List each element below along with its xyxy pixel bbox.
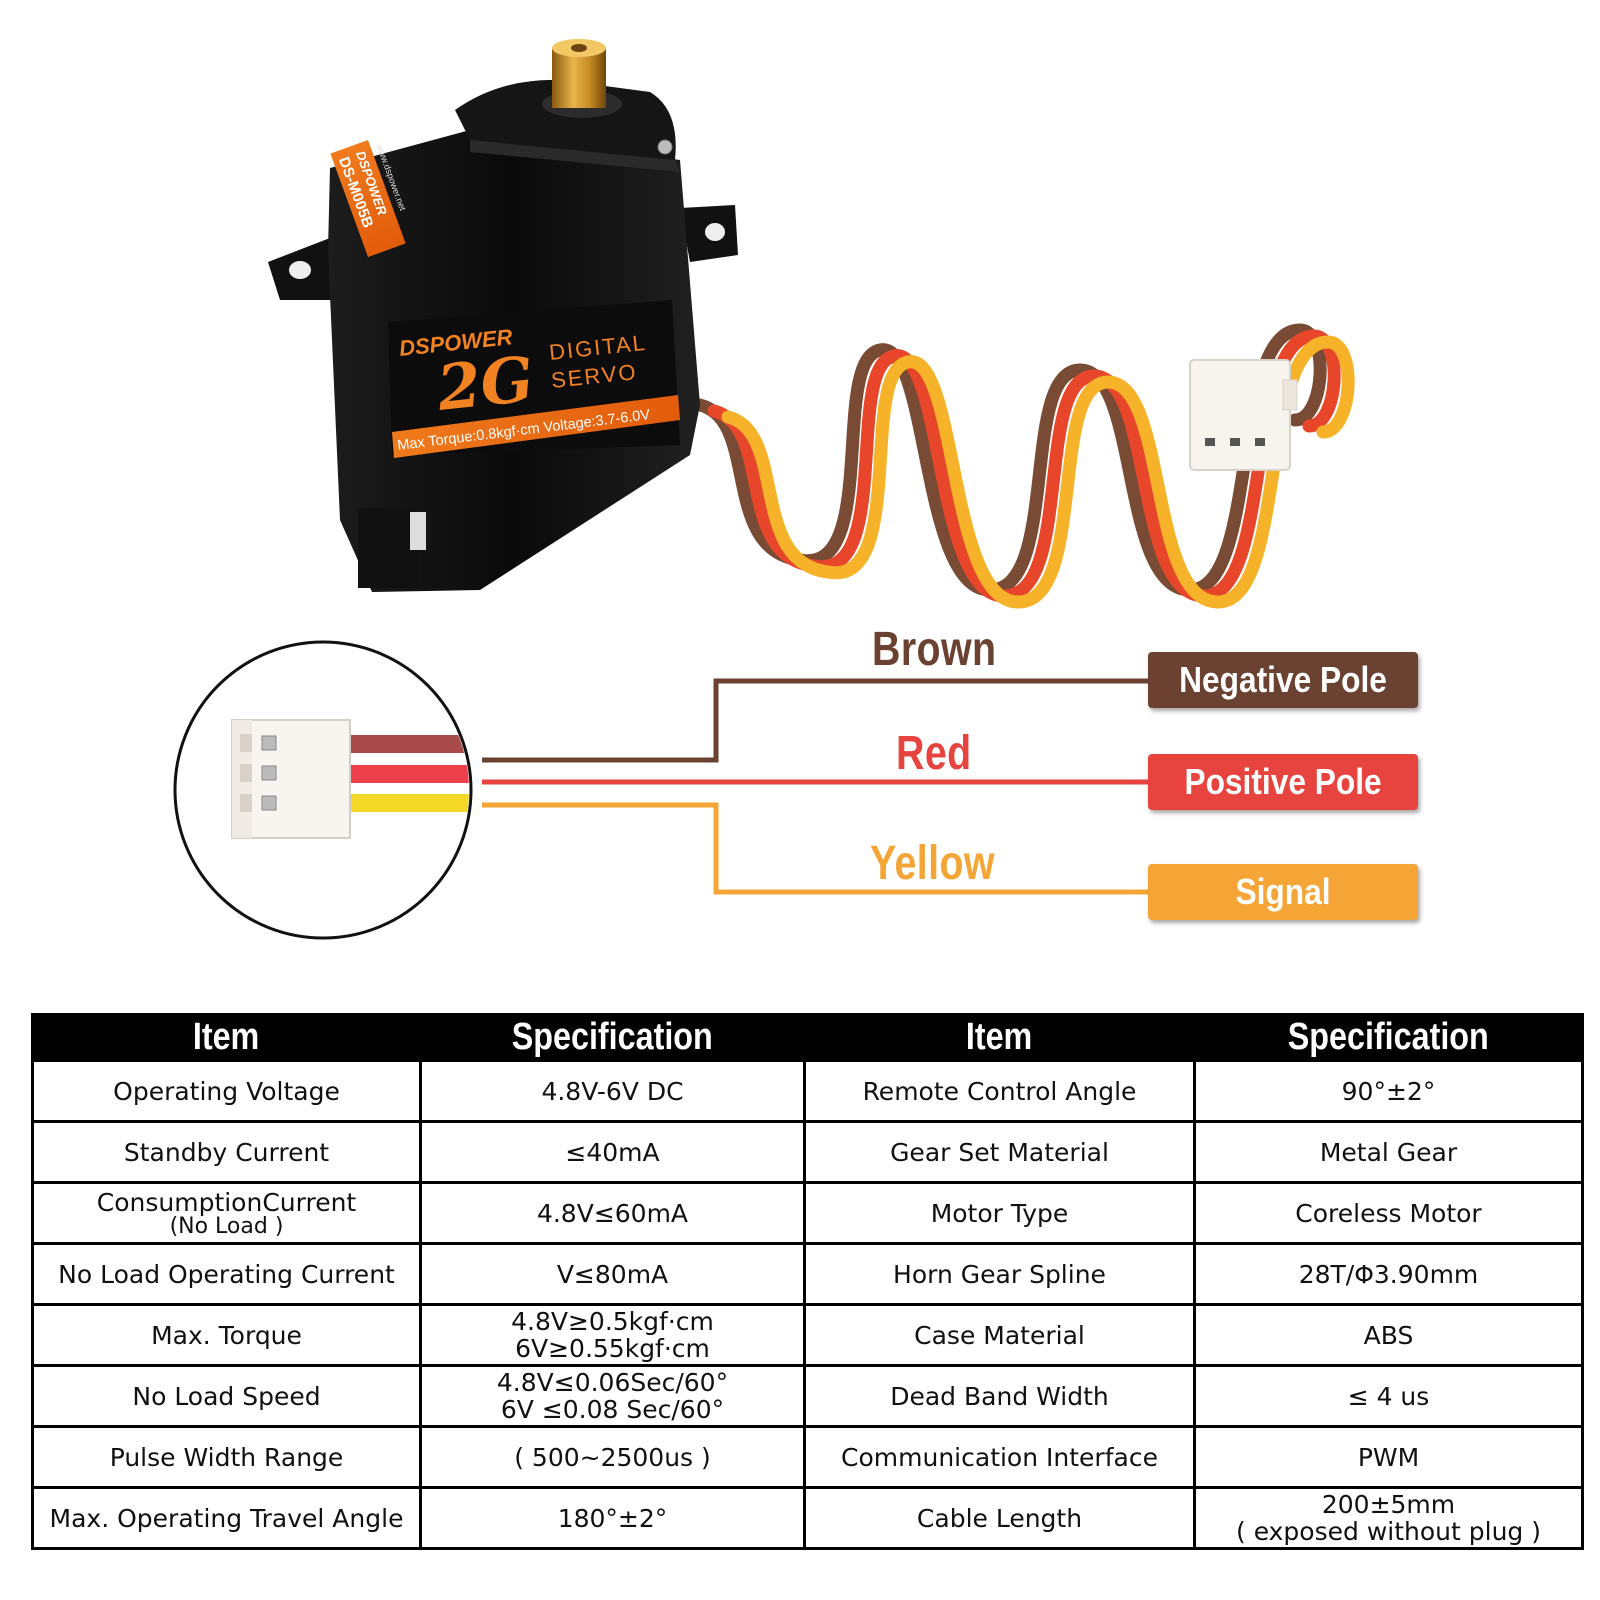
- table-row: Max. Operating Travel Angle 180°±2° Cabl…: [31, 1486, 1584, 1550]
- wiring-diagram: Brown Red Yellow Negative Pole Positive …: [0, 623, 1600, 960]
- servo-weight-label: 2G: [433, 342, 537, 425]
- cell-spec: 4.8V≤0.06Sec/60° 6V ≤0.08 Sec/60°: [419, 1364, 806, 1428]
- servo-product-image: DSPOWER DS-M005B www.dspower.net DSPOWER…: [268, 39, 1355, 609]
- cell-spec-line1: 4.8V≤0.06Sec/60°: [496, 1368, 729, 1397]
- cell-spec: 4.8V-6V DC: [419, 1059, 806, 1123]
- header-specification-1: Specification: [419, 1013, 806, 1062]
- table-row: Pulse Width Range ( 500~2500us ) Communi…: [31, 1425, 1584, 1489]
- cell-spec: Coreless Motor: [1193, 1181, 1584, 1245]
- table-row: No Load Operating Current V≤80mA Horn Ge…: [31, 1242, 1584, 1306]
- zoom-circle: [173, 640, 473, 940]
- cell-spec: 4.8V≥0.5kgf·cm 6V≥0.55kgf·cm: [419, 1303, 806, 1367]
- wire-color-red: Red: [896, 727, 972, 780]
- brown-leader-line: [482, 678, 1148, 763]
- table-row: Standby Current ≤40mA Gear Set Material …: [31, 1120, 1584, 1184]
- cell-spec-line2: 6V ≤0.08 Sec/60°: [500, 1395, 725, 1424]
- cell-spec: ABS: [1193, 1303, 1584, 1367]
- cell-item: No Load Speed: [31, 1364, 422, 1428]
- cell-spec: 90°±2°: [1193, 1059, 1584, 1123]
- cell-spec: ( 500~2500us ): [419, 1425, 806, 1489]
- cell-item: Cable Length: [803, 1486, 1196, 1550]
- cell-spec: 200±5mm ( exposed without plug ): [1193, 1486, 1584, 1550]
- table-row: Max. Torque 4.8V≥0.5kgf·cm 6V≥0.55kgf·cm…: [31, 1303, 1584, 1367]
- specification-table: Item Specification Item Specification Op…: [31, 1013, 1584, 1550]
- cell-item: Max. Torque: [31, 1303, 422, 1367]
- header-item-1: Item: [31, 1013, 422, 1062]
- positive-pole-badge: Positive Pole: [1148, 754, 1418, 810]
- cell-item: Standby Current: [31, 1120, 422, 1184]
- yellow-leader-line: [482, 802, 1148, 895]
- cell-item: Horn Gear Spline: [803, 1242, 1196, 1306]
- cell-item-line1: ConsumptionCurrent: [96, 1187, 357, 1217]
- header-specification-2: Specification: [1193, 1013, 1584, 1062]
- cell-item: Communication Interface: [803, 1425, 1196, 1489]
- cell-spec-line2: ( exposed without plug ): [1236, 1517, 1541, 1546]
- cell-spec-line2: 6V≥0.55kgf·cm: [515, 1334, 710, 1363]
- wire-color-brown: Brown: [872, 623, 997, 676]
- cell-item: Max. Operating Travel Angle: [31, 1486, 422, 1550]
- table-header-row: Item Specification Item Specification: [31, 1013, 1584, 1062]
- cell-spec: 28T/Φ3.90mm: [1193, 1242, 1584, 1306]
- negative-pole-badge: Negative Pole: [1148, 652, 1418, 708]
- cell-item: Motor Type: [803, 1181, 1196, 1245]
- cell-spec-line1: 4.8V≥0.5kgf·cm: [511, 1307, 714, 1336]
- servo-connector-plug: [1189, 359, 1298, 471]
- cell-item: Gear Set Material: [803, 1120, 1196, 1184]
- wire-color-yellow: Yellow: [870, 837, 995, 890]
- cell-spec: 180°±2°: [419, 1486, 806, 1550]
- wiring-lines: [173, 640, 1148, 940]
- table-row: ConsumptionCurrent (No Load ) 4.8V≤60mA …: [31, 1181, 1584, 1245]
- cell-item: Dead Band Width: [803, 1364, 1196, 1428]
- signal-badge: Signal: [1148, 864, 1418, 920]
- cell-item: Remote Control Angle: [803, 1059, 1196, 1123]
- cell-spec: V≤80mA: [419, 1242, 806, 1306]
- cell-spec: PWM: [1193, 1425, 1584, 1489]
- cell-item-line2: (No Load ): [169, 1213, 284, 1239]
- cell-item: ConsumptionCurrent (No Load ): [31, 1181, 422, 1245]
- cell-spec-line1: 200±5mm: [1321, 1490, 1456, 1519]
- cell-item: No Load Operating Current: [31, 1242, 422, 1306]
- cell-item: Operating Voltage: [31, 1059, 422, 1123]
- servo-body: DSPOWER DS-M005B www.dspower.net DSPOWER…: [268, 39, 738, 592]
- header-item-2: Item: [803, 1013, 1196, 1062]
- cell-item: Pulse Width Range: [31, 1425, 422, 1489]
- cell-spec: ≤ 4 us: [1193, 1364, 1584, 1428]
- cell-spec: ≤40mA: [419, 1120, 806, 1184]
- table-row: Operating Voltage 4.8V-6V DC Remote Cont…: [31, 1059, 1584, 1123]
- cell-spec: 4.8V≤60mA: [419, 1181, 806, 1245]
- table-row: No Load Speed 4.8V≤0.06Sec/60° 6V ≤0.08 …: [31, 1364, 1584, 1428]
- cell-item: Case Material: [803, 1303, 1196, 1367]
- cell-spec: Metal Gear: [1193, 1120, 1584, 1184]
